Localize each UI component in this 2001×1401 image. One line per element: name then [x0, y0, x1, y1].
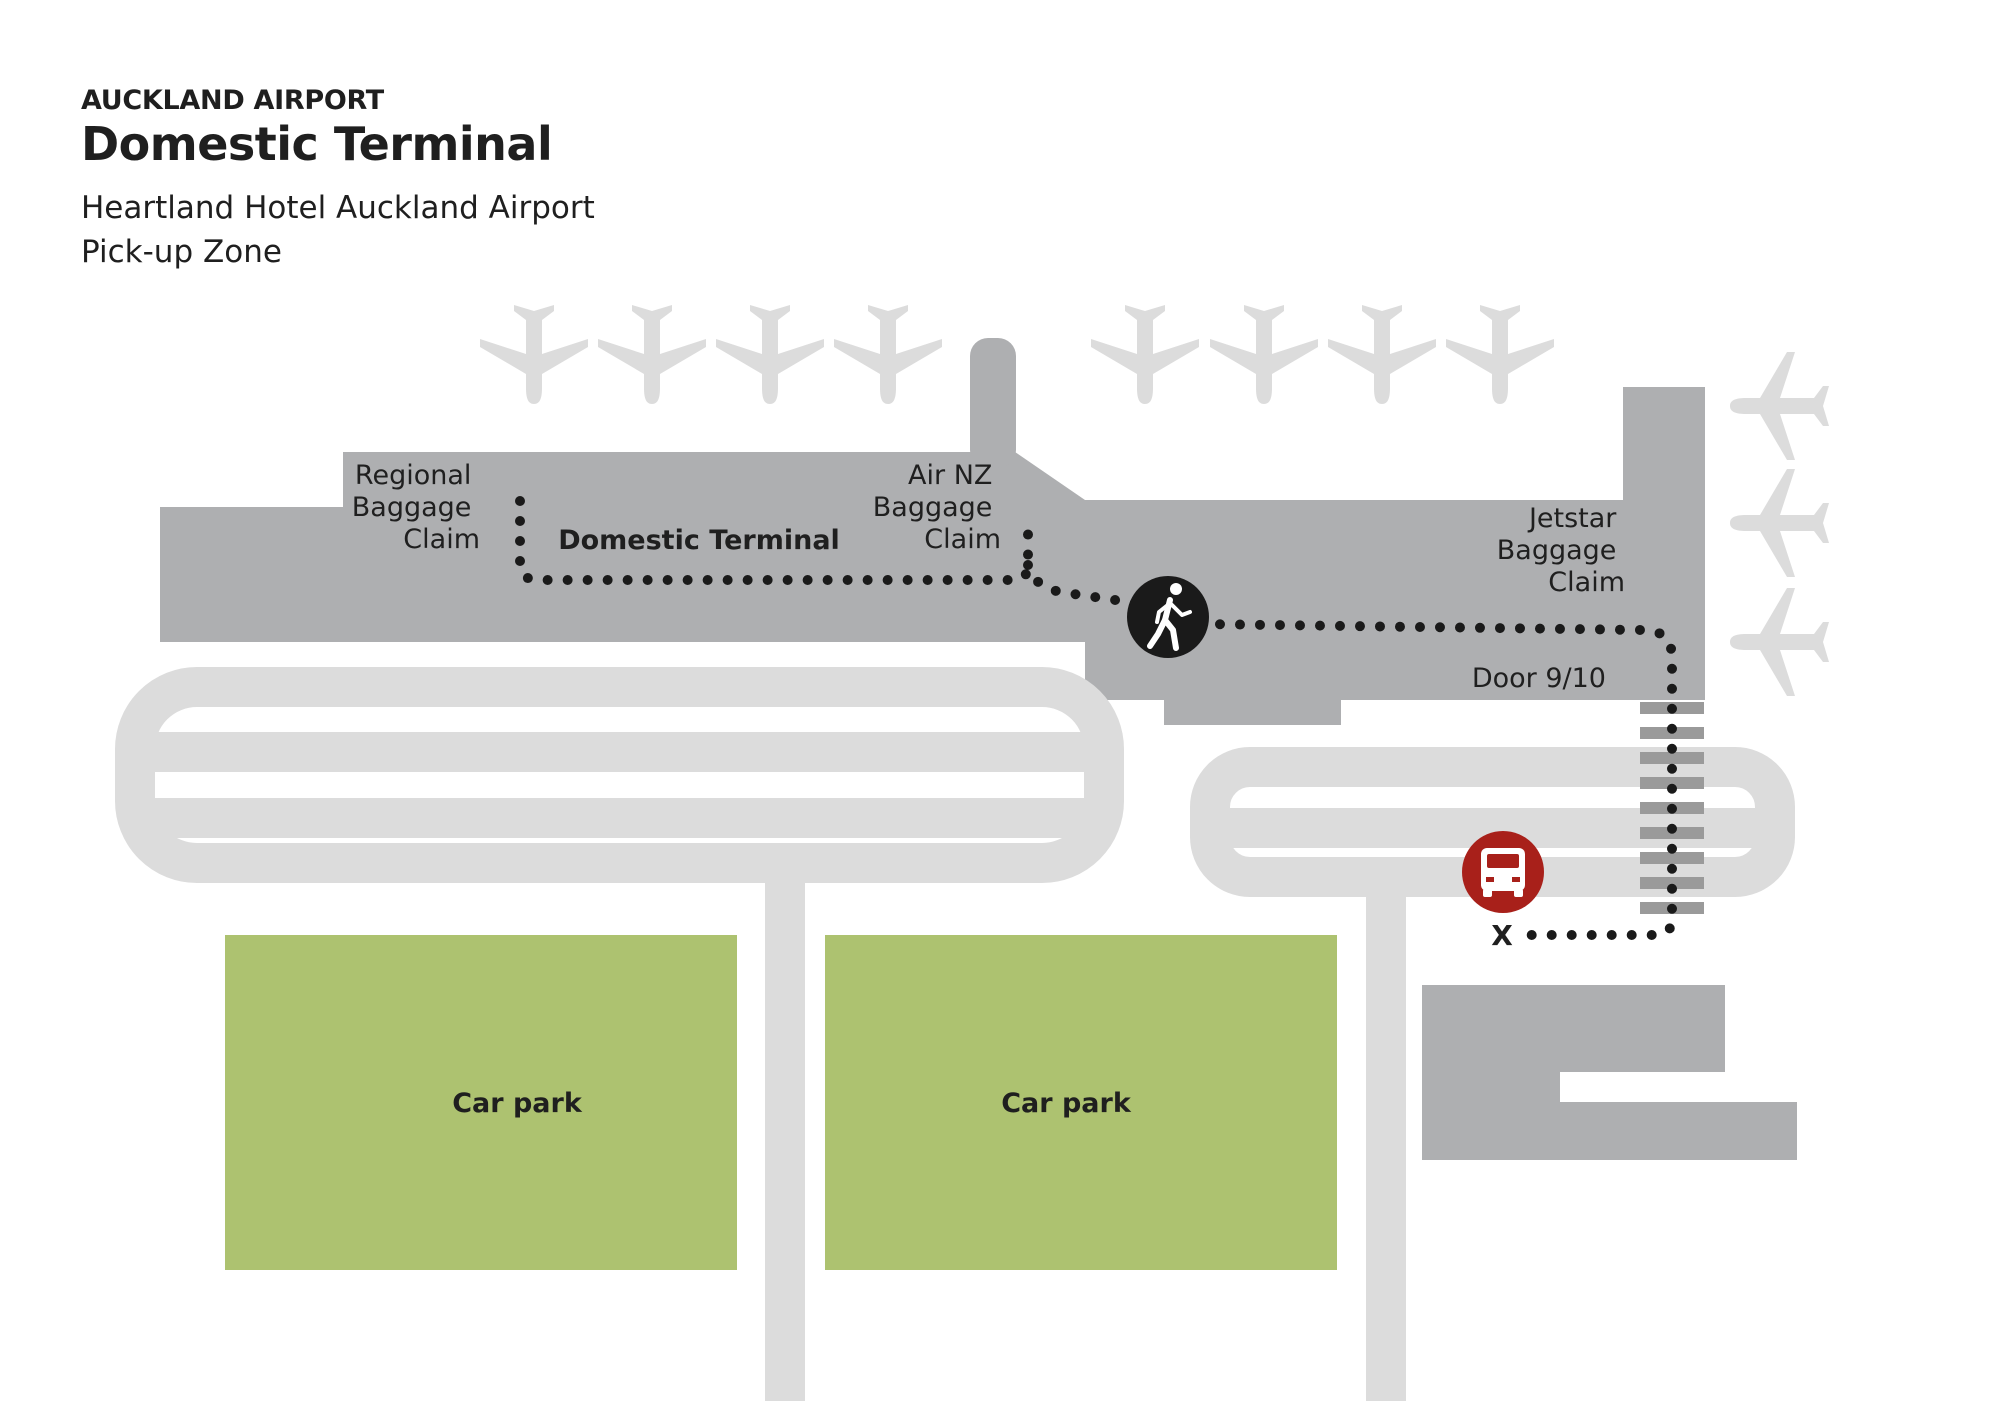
loop-road-left [115, 667, 1124, 883]
pickup-point-marker: X [1491, 919, 1513, 952]
airplane-icons-top [480, 305, 1554, 404]
airplane-icon [598, 305, 706, 404]
airplane-icon [834, 305, 942, 404]
airplane-icons-right [1730, 352, 1829, 696]
car-park-right [825, 935, 1337, 1270]
airplane-icon [1446, 305, 1554, 404]
airplane-icon [1328, 305, 1436, 404]
airplane-icon [480, 305, 588, 404]
airplane-icon [716, 305, 824, 404]
pickup-building [1422, 985, 1797, 1160]
car-park-left [225, 935, 737, 1270]
regional-baggage-label: Regional Baggage Claim [352, 460, 480, 555]
jetstar-baggage-label: Jetstar Baggage Claim [1497, 503, 1625, 598]
walking-route [515, 496, 1677, 940]
pickup-zone-label: Pick-up Zone [81, 234, 282, 270]
terminal-label: Domestic Terminal [558, 525, 840, 556]
airplane-icon [1210, 305, 1318, 404]
car-park-left-label: Car park [452, 1088, 583, 1119]
airplane-icon [1091, 305, 1199, 404]
airplane-icon [1730, 352, 1829, 460]
walking-person-icon [1127, 576, 1209, 658]
door-label: Door 9/10 [1472, 663, 1606, 694]
airport-name: AUCKLAND AIRPORT [81, 85, 384, 116]
hotel-name: Heartland Hotel Auckland Airport [81, 190, 595, 226]
airnz-baggage-label: Air NZ Baggage Claim [873, 460, 1001, 555]
road-lanes [155, 732, 1758, 1401]
airplane-icon [1730, 588, 1829, 696]
airplane-icon [1730, 469, 1829, 577]
car-park-right-label: Car park [1001, 1088, 1132, 1119]
terminal-title: Domestic Terminal [81, 117, 553, 171]
shuttle-van-icon [1462, 831, 1544, 913]
map-header: AUCKLAND AIRPORT Domestic Terminal Heart… [81, 86, 595, 274]
